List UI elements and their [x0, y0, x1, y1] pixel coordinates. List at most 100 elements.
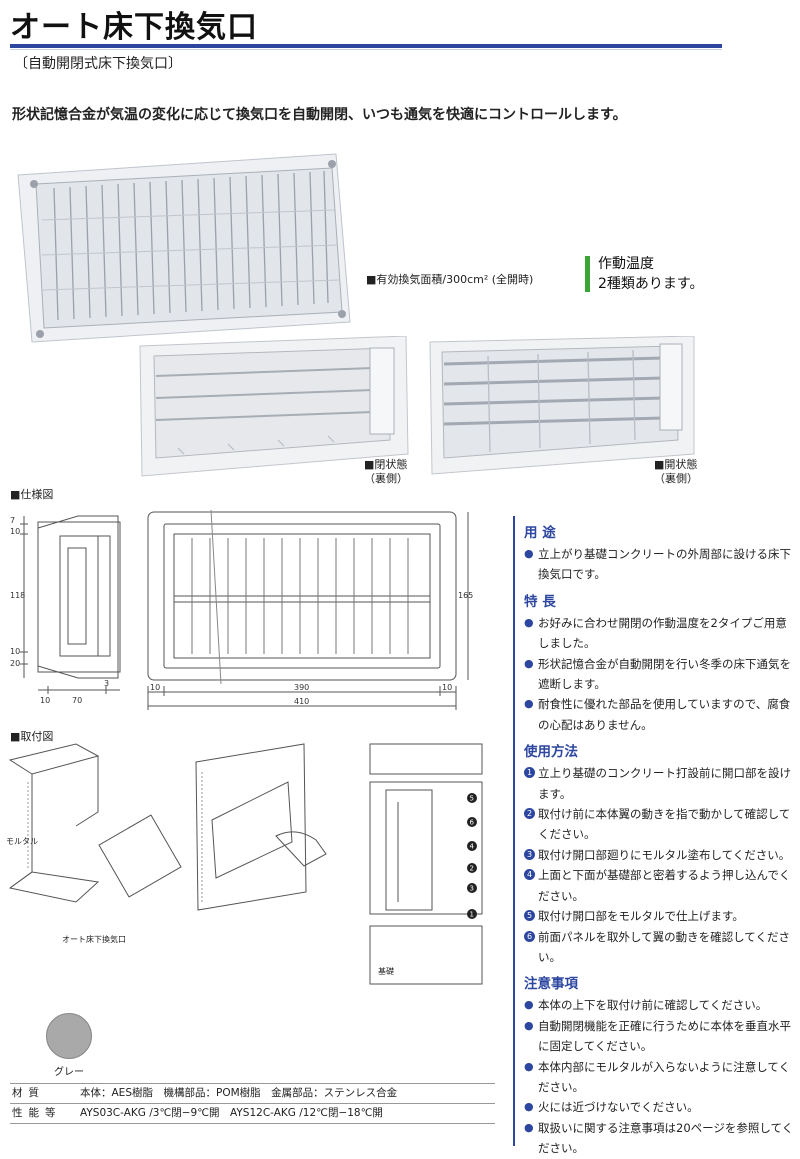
spec-drawing: 7 10 118 10 20 10 70 3 10 390 10 410 165	[10, 509, 473, 710]
use-item-text: 立上がり基礎コンクリートの外周部に設ける床下換気口です。	[538, 547, 791, 582]
temp-accent-bar	[585, 256, 590, 292]
callout-4: 4	[470, 843, 475, 851]
caution-item: ● 本体の上下を取付け前に確認してください。	[524, 995, 794, 1015]
dim-165: 165	[458, 591, 473, 600]
step-number-icon: 4	[524, 869, 535, 881]
lead-text: 形状記憶合金が気温の変化に応じて換気口を自動開閉、いつも通気を快適にコントロール…	[12, 107, 627, 123]
feature-item-text: 耐食性に優れた部品を使用していますので、腐食の心配はありません。	[538, 697, 791, 732]
caution-item-text: 自動開閉機能を正確に行うために本体を垂直水平に固定してください。	[538, 1018, 791, 1054]
howto-step-text: 上面と下面が基礎部と密着するよう押し込んでください。	[538, 868, 791, 903]
temp-note: 作動温度 2種類あります。	[598, 254, 704, 294]
page-subtitle: 〔自動開閉式床下換気口〕	[14, 56, 182, 72]
closed-caption-line-2: （裏側）	[364, 472, 408, 486]
open-state-image	[429, 336, 695, 475]
feature-item-text: お好みに合わせ開閉の作動温度を2タイプご用意しました。	[538, 615, 787, 651]
closed-state-image	[139, 336, 409, 477]
dim-7: 7	[10, 516, 15, 525]
product-label: オート床下換気口	[62, 934, 126, 944]
dim-390: 390	[294, 683, 309, 692]
callout-6: 6	[470, 819, 475, 827]
spec-key: 性能等	[12, 1107, 62, 1119]
feature-item-text: 形状記憶合金が自動開閉を行い冬季の床下通気を遮断します。	[538, 656, 791, 692]
spec-table: 材質 本体：AES樹脂 機構部品：POM樹脂 金属部品：ステンレス合金 性能等 …	[10, 1083, 495, 1124]
callout-5: 5	[470, 795, 474, 803]
use-heading: 用 途	[524, 525, 556, 541]
dim-10-mid: 10	[10, 647, 20, 656]
open-caption: ■開状態 （裏側）	[654, 458, 698, 487]
caution-item-text: 本体の上下を取付け前に確認してください。	[538, 998, 768, 1013]
info-panel-rule	[513, 516, 515, 1146]
caution-item: ● 本体内部にモルタルが入らないように注意してください。	[524, 1057, 794, 1098]
caution-item: ● 取扱いに関する注意事項は20ページを参照してください。	[524, 1118, 794, 1159]
open-caption-line-2: （裏側）	[654, 472, 698, 486]
bullet-icon: ●	[524, 615, 534, 629]
howto-heading: 使用方法	[524, 744, 578, 761]
feature-item: ● 形状記憶合金が自動開閉を行い冬季の床下通気を遮断します。	[524, 654, 794, 695]
product-front-image	[17, 153, 351, 343]
howto-step-text: 取付け前に本体翼の動きを指で動かして確認してください。	[538, 807, 791, 842]
howto-step-text: 取付け開口部廻りにモルタル塗布してください。	[538, 847, 791, 862]
dim-10-right: 10	[442, 683, 452, 692]
area-caption: ■有効換気面積/300cm² (全開時)	[366, 273, 534, 286]
howto-step-text: 取付け開口部をモルタルで仕上げます。	[538, 909, 744, 924]
bullet-icon: ●	[524, 656, 534, 670]
dim-10-left: 10	[150, 683, 160, 692]
bullet-icon: ●	[524, 547, 534, 560]
bullet-icon: ●	[524, 1059, 534, 1073]
dim-20: 20	[10, 659, 20, 668]
spec-key: 材質	[12, 1087, 45, 1099]
bullet-icon: ●	[524, 1100, 534, 1114]
dim-410: 410	[294, 697, 309, 706]
temp-line-1: 作動温度	[598, 256, 654, 272]
title-rule-thin	[10, 49, 722, 50]
step-number-icon: 1	[524, 767, 535, 779]
info-panel: 用 途 ● 立上がり基礎コンクリートの外周部に設ける床下換気口です。 特 長 ● お…	[524, 522, 794, 1159]
dim-118: 118	[10, 591, 25, 600]
install-drawing-label: ■取付図	[10, 730, 54, 743]
color-name: グレー	[54, 1067, 84, 1078]
dim-10-bottom: 10	[40, 696, 50, 705]
step-number-icon: 2	[524, 808, 535, 820]
howto-step-text: 立上り基礎のコンクリート打設前に開口部を設けます。	[538, 766, 791, 801]
feature-heading: 特 長	[524, 593, 556, 610]
use-item: ● 立上がり基礎コンクリートの外周部に設ける床下換気口です。	[524, 544, 794, 585]
step-number-icon: 6	[524, 930, 535, 942]
caution-heading: 注意事項	[524, 976, 578, 993]
temp-line-2: 2種類あります。	[598, 276, 704, 292]
caution-item: ● 自動開閉機能を正確に行うために本体を垂直水平に固定してください。	[524, 1016, 794, 1057]
callout-3: 3	[470, 885, 474, 893]
howto-step-text: 前面パネルを取外して翼の動きを確認してください。	[538, 929, 790, 964]
step-number-icon: 5	[524, 910, 535, 922]
bullet-icon: ●	[524, 1120, 534, 1134]
install-drawing: モルタル オート床下換気口 基礎 5 6 4 2 3 1	[6, 743, 483, 985]
caution-item-text: 本体内部にモルタルが入らないように注意してください。	[538, 1059, 791, 1094]
color-swatch-gray	[46, 1013, 92, 1059]
callout-1: 1	[470, 911, 474, 919]
dim-10-top: 10	[10, 527, 20, 536]
spec-drawing-label: ■仕様図	[10, 488, 54, 501]
bullet-icon: ●	[524, 697, 534, 711]
dim-3: 3	[104, 679, 109, 688]
bullet-icon: ●	[524, 1018, 534, 1032]
callout-2: 2	[470, 865, 474, 873]
mortar-label: モルタル	[6, 837, 38, 846]
feature-item: ● お好みに合わせ開閉の作動温度を2タイプご用意しました。	[524, 613, 794, 654]
closed-caption-line-1: ■閉状態	[364, 458, 408, 471]
caution-item-text: 取扱いに関する注意事項は20ページを参照してください。	[538, 1120, 794, 1156]
caution-item: ●火には近づけないでください。	[524, 1097, 794, 1117]
spec-value: 本体：AES樹脂 機構部品：POM樹脂 金属部品：ステンレス合金	[80, 1087, 398, 1099]
spec-value: AYS03C-AKG /3℃閉−9℃開 AYS12C-AKG /12℃閉−18℃…	[80, 1107, 383, 1119]
title-rule	[10, 44, 722, 48]
spec-row-material: 材質 本体：AES樹脂 機構部品：POM樹脂 金属部品：ステンレス合金	[10, 1083, 495, 1104]
feature-item: ● 耐食性に優れた部品を使用していますので、腐食の心配はありません。	[524, 694, 794, 735]
bullet-icon: ●	[524, 998, 534, 1012]
spec-row-performance: 性能等 AYS03C-AKG /3℃閉−9℃開 AYS12C-AKG /12℃閉…	[10, 1104, 495, 1124]
closed-caption: ■閉状態 （裏側）	[364, 458, 408, 487]
dim-70: 70	[72, 696, 82, 705]
page-title: オート床下換気口	[10, 10, 258, 45]
